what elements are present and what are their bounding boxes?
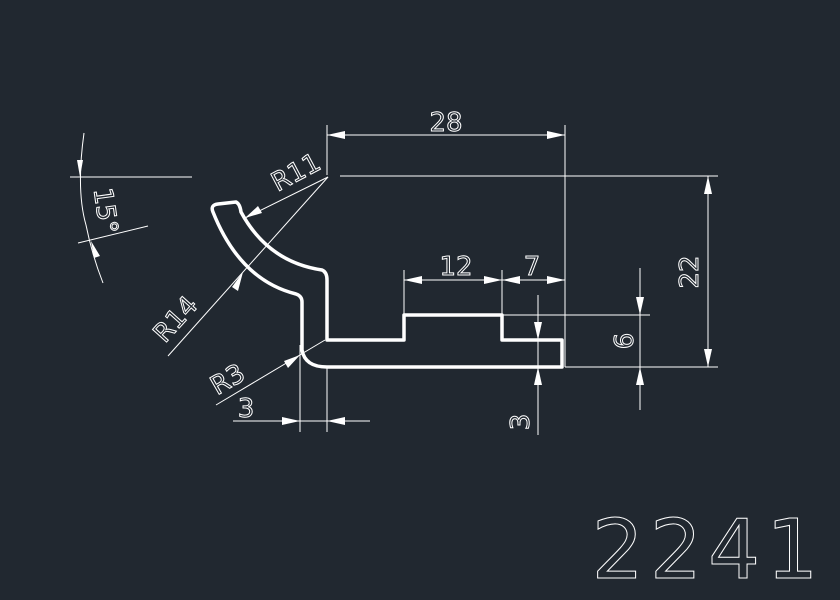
dim-label-3-left: 3 [238,394,255,424]
part-number: 2241 [592,503,825,598]
dim-label-22: 22 [675,255,705,288]
profile-outline [210,200,564,369]
dimension-3-bottom: 3 [506,295,542,435]
dim-label-7: 7 [524,252,541,282]
dim-label-r11: R11 [267,148,326,199]
dimension-6: 6 [502,268,650,410]
radius-r11: R11 [244,147,329,219]
dimension-12-7: 12 7 [403,252,565,315]
dim-label-6: 6 [610,333,640,350]
dim-label-3-bottom: 3 [506,414,536,431]
dim-label-r14: R14 [148,291,205,349]
dimension-28: 28 [326,108,566,367]
dimension-22: 22 [340,175,718,368]
angle-15: 15° [70,132,192,284]
dimension-3-left: 3 [233,345,370,432]
dim-label-28: 28 [429,108,462,138]
dim-label-15-deg: 15° [87,186,123,236]
dim-label-12: 12 [439,252,472,282]
radius-r3: R3 [205,339,326,406]
